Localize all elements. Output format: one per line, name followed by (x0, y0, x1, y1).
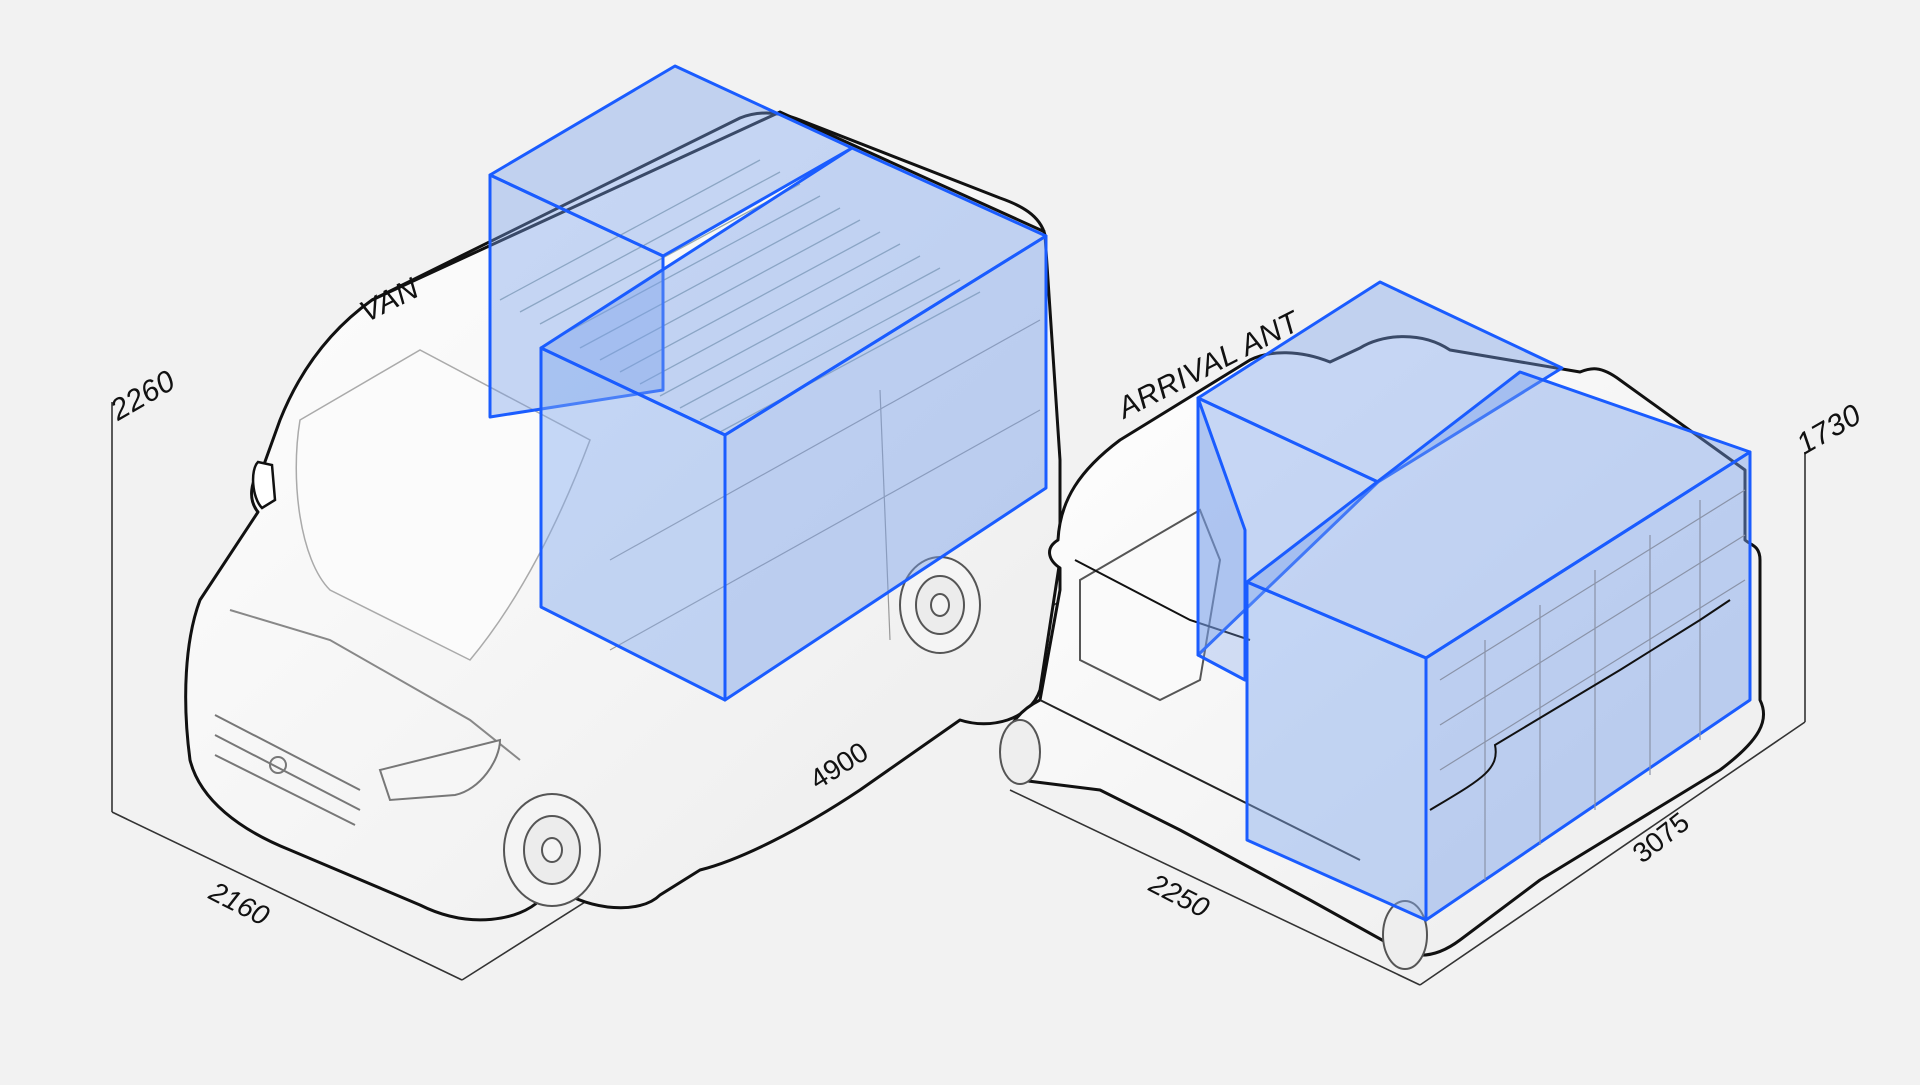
van-front-wheel (503, 793, 601, 907)
van-grille (214, 714, 361, 826)
ant-front-wheel (999, 719, 1041, 785)
ant-drawing (999, 280, 1806, 986)
ant-width-line (1009, 789, 1421, 986)
van-cargo-box-rear (488, 64, 854, 419)
ant-length-line (1419, 721, 1806, 986)
van-rear-wheel (899, 556, 981, 654)
van-mirror (251, 460, 277, 510)
ant-rear-wheel (1382, 900, 1428, 970)
van-cargo-box-front (539, 146, 1048, 702)
ant-dimension-lines (1009, 452, 1806, 986)
ant-cargo-box-rear (1196, 280, 1564, 682)
van-roof-ribs (499, 159, 981, 433)
van-width-line (111, 811, 463, 981)
ant-cab-window (1079, 508, 1222, 702)
van-headlight (378, 738, 502, 802)
van-windshield (295, 349, 591, 661)
ant-cargo-box-front (1245, 370, 1752, 922)
van-drawing (111, 64, 1069, 981)
ant-tote-grid (1439, 489, 1746, 880)
